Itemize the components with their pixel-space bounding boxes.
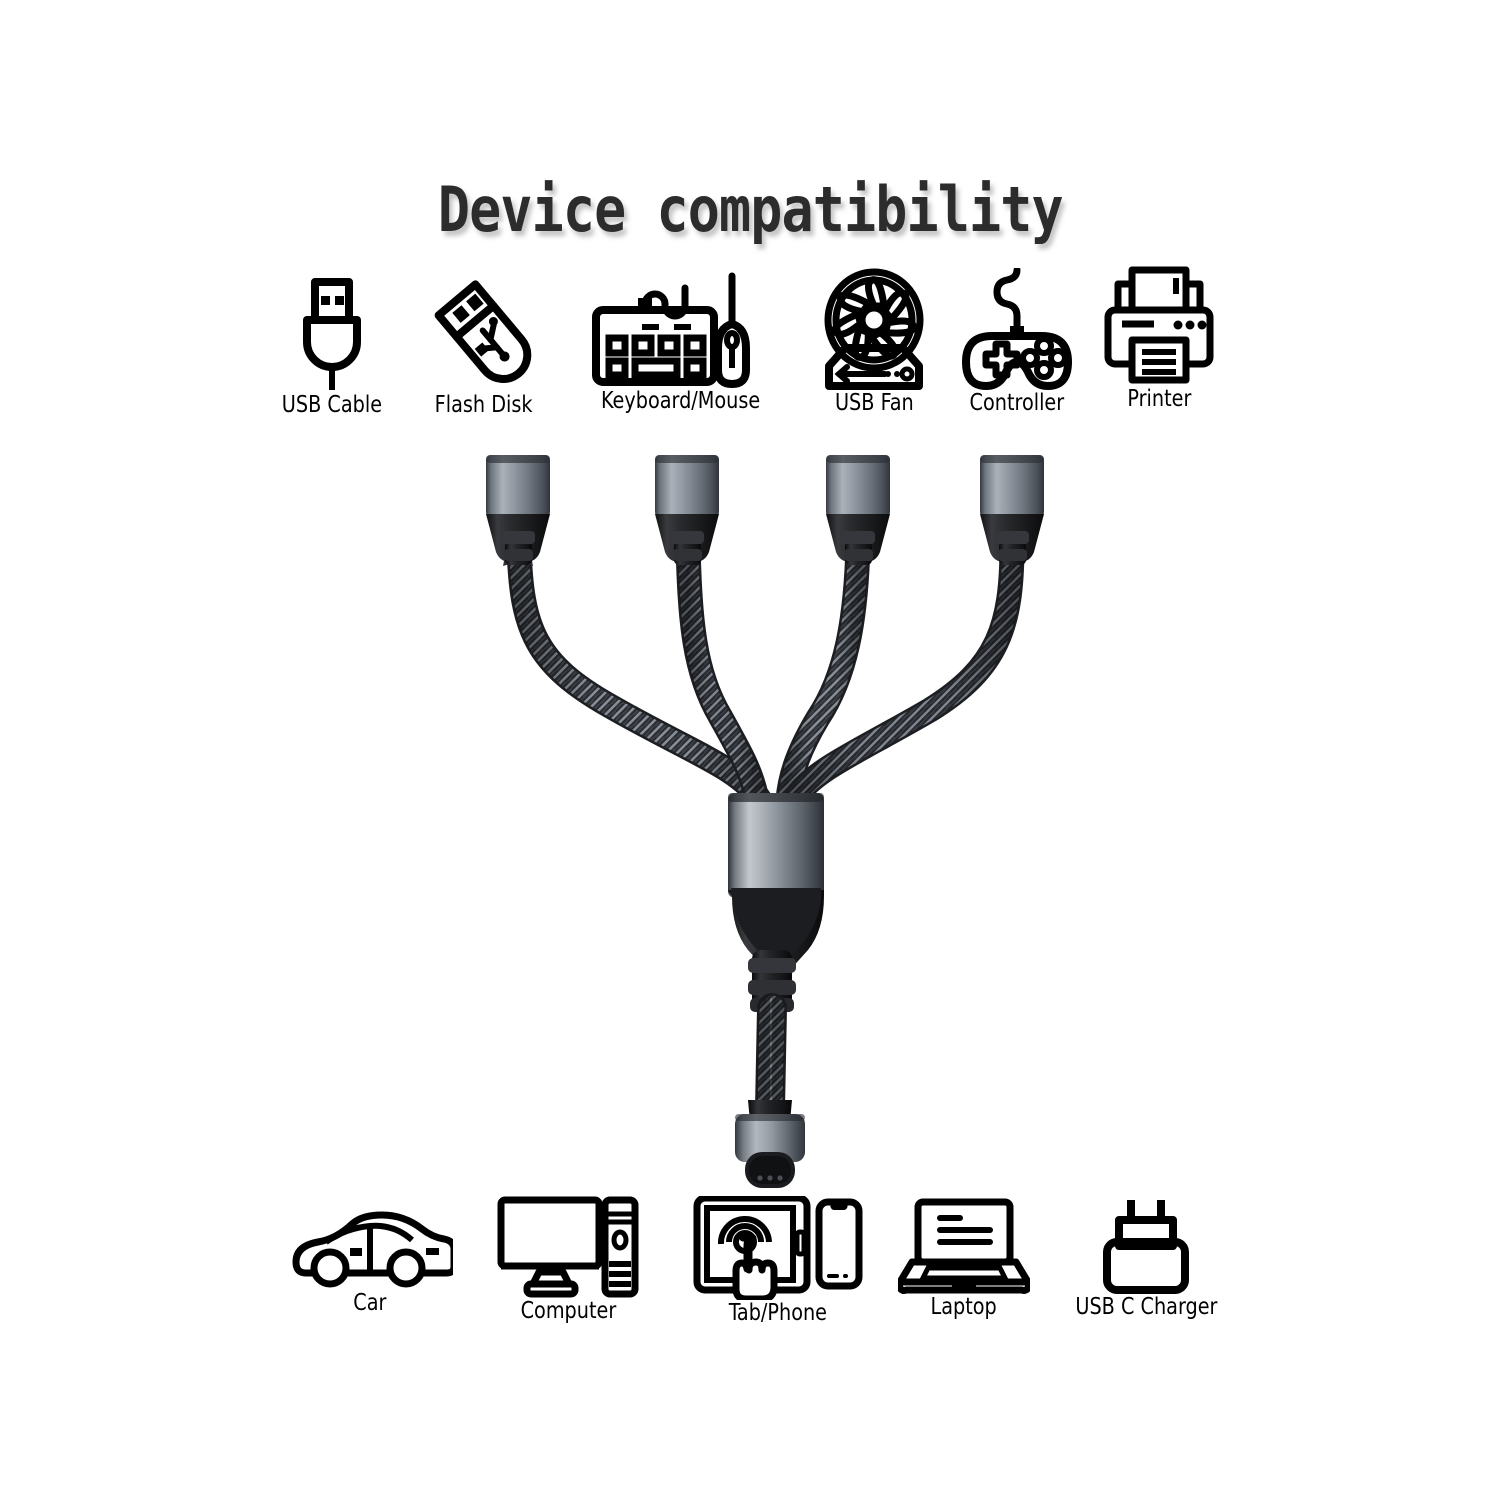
usb-c-charger-icon [1103, 1200, 1189, 1294]
usb-fan-icon [824, 268, 924, 390]
usb-a-port-2 [655, 455, 719, 565]
device-item-computer[interactable]: Computer [494, 1196, 642, 1324]
page-title: Device compatibility [437, 173, 1064, 246]
device-label: Printer [1127, 386, 1191, 412]
usb-cable-icon [303, 278, 361, 390]
device-item-usb-fan[interactable]: USB Fan [812, 268, 936, 416]
device-label: Controller [969, 390, 1065, 416]
device-item-controller[interactable]: Controller [955, 268, 1079, 416]
device-label: Laptop [930, 1294, 998, 1320]
device-label: Keyboard/Mouse [601, 388, 761, 414]
device-item-usb-cable[interactable]: USB Cable [264, 272, 400, 418]
device-label: Flash Disk [435, 392, 533, 418]
cable-strands [506, 532, 1025, 813]
flash-disk-icon [434, 280, 532, 383]
usb-c-connector [735, 1100, 805, 1188]
device-item-laptop[interactable]: Laptop [897, 1198, 1031, 1320]
device-label: Tab/Phone [728, 1300, 828, 1326]
device-label: USB Fan [834, 390, 914, 416]
device-item-keyboard-mouse[interactable]: Keyboard/Mouse [586, 268, 776, 414]
game-controller-icon [962, 268, 1072, 390]
device-item-car[interactable]: Car [286, 1200, 454, 1316]
usb-a-port-1 [486, 455, 550, 566]
device-item-usb-c-charger[interactable]: USB C Charger [1060, 1198, 1232, 1320]
usb-a-port-3 [826, 455, 890, 565]
device-label: USB C Charger [1074, 1294, 1218, 1320]
device-label: USB Cable [281, 392, 383, 418]
device-item-flash-disk[interactable]: Flash Disk [416, 272, 552, 418]
computer-icon [497, 1196, 639, 1298]
laptop-icon [898, 1198, 1030, 1294]
main-cable [748, 950, 796, 1123]
title-container: Device compatibility [0, 176, 1500, 244]
usb-a-ports [486, 455, 1044, 566]
car-icon [292, 1211, 453, 1288]
usb-a-port-4 [980, 455, 1044, 565]
device-item-printer[interactable]: Printer [1097, 264, 1221, 412]
device-item-tab-phone[interactable]: Tab/Phone [692, 1196, 864, 1326]
tablet-phone-icon [693, 1196, 863, 1300]
printer-icon [1104, 266, 1214, 384]
keyboard-mouse-icon [592, 272, 750, 388]
device-label: Car [353, 1290, 387, 1316]
device-label: Computer [520, 1298, 616, 1324]
splitter-hub [728, 793, 824, 975]
